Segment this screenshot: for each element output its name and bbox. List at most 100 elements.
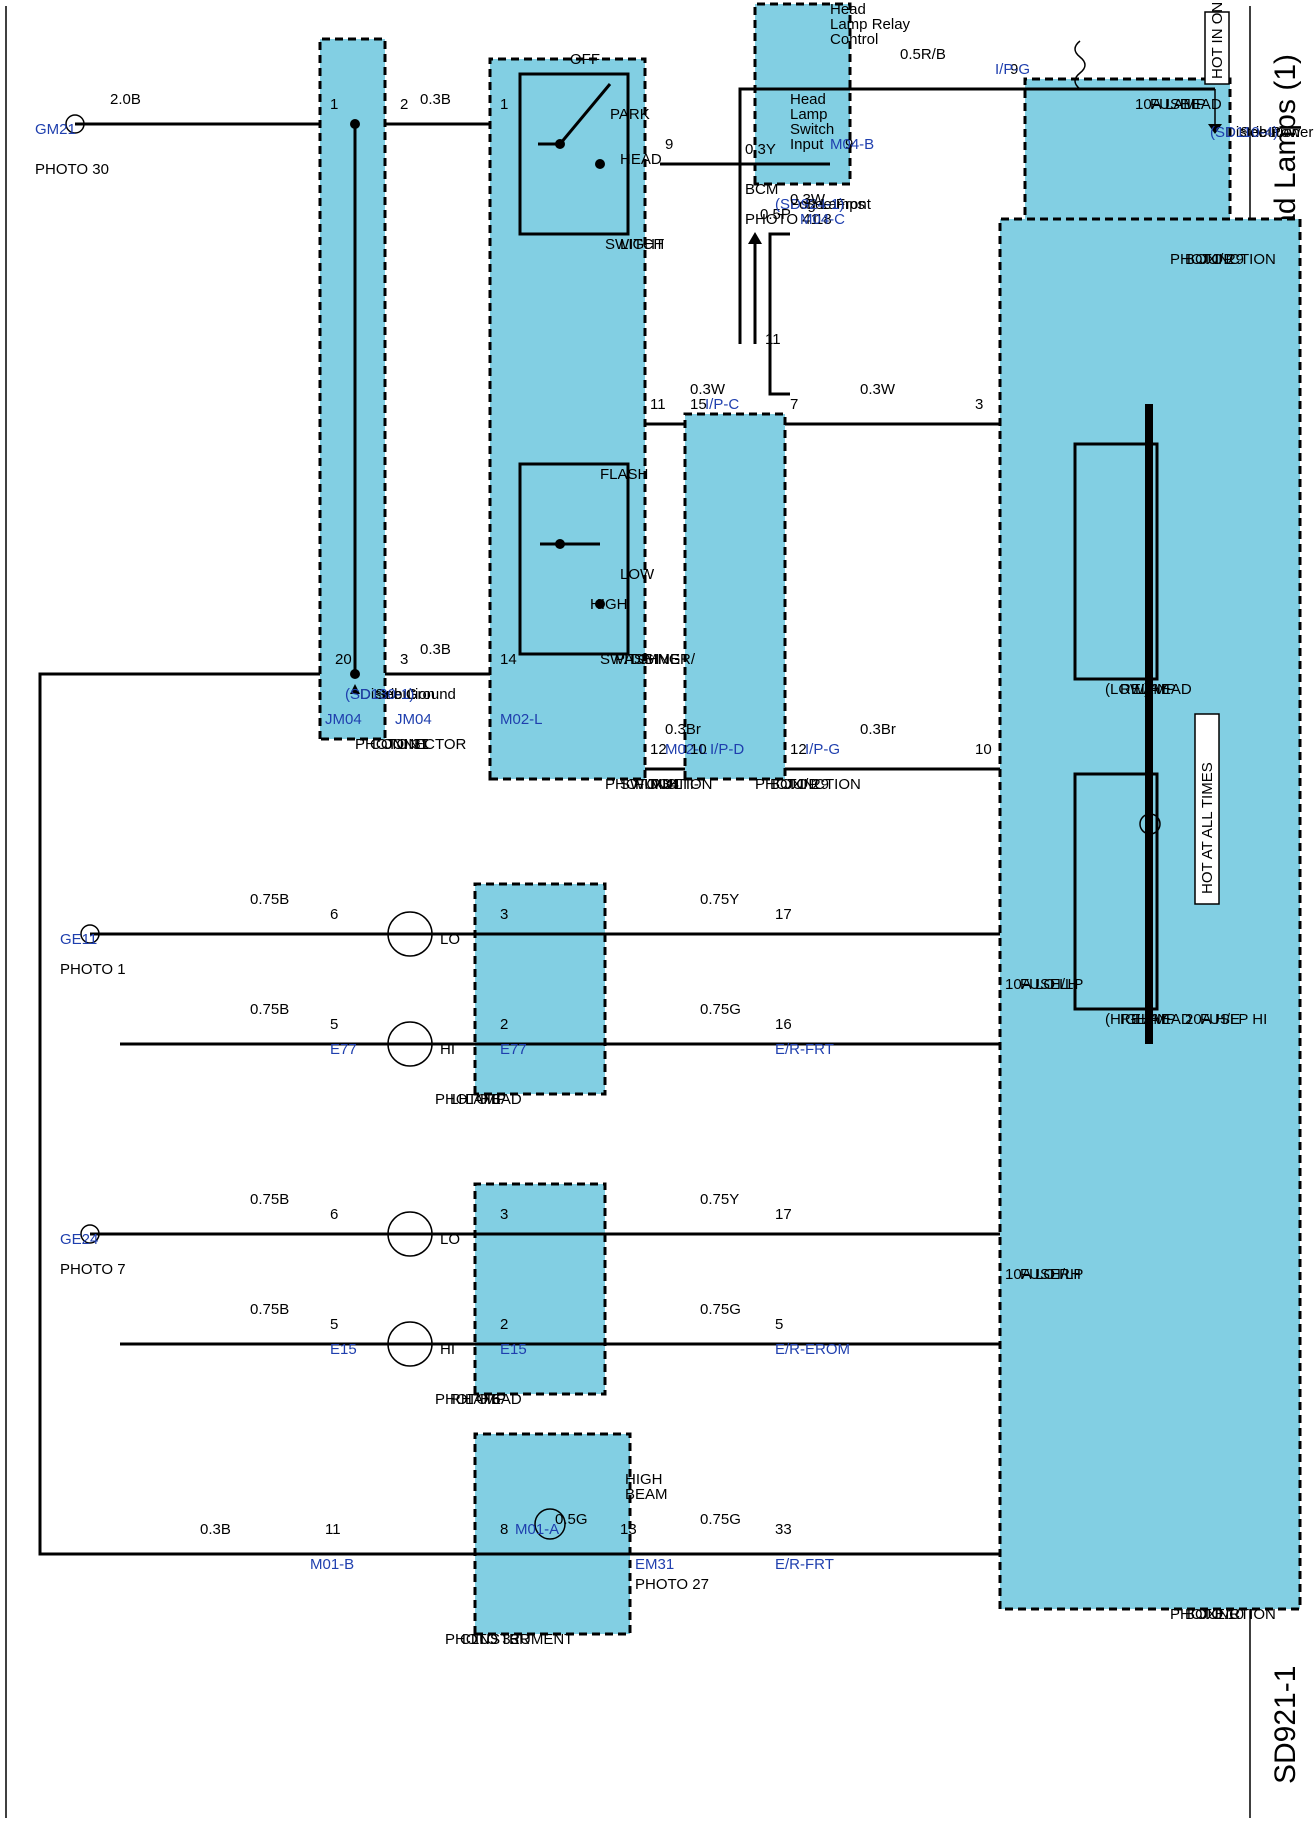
gm21-name: GM21 <box>35 121 76 138</box>
relay-high-2: LAMP <box>1135 1011 1176 1028</box>
power-dist-note-1: See Power <box>1240 124 1313 141</box>
ip-jb-photo: PHOTO 29 <box>1170 251 1244 268</box>
ip-jb-name-2: JUNCTION <box>1200 251 1276 268</box>
relay-low-4: (LOW) <box>1105 681 1149 698</box>
bcm-name: BCM <box>745 181 778 198</box>
light-switch-off: OFF <box>570 51 600 68</box>
wire-03b-return-label: 0.3B <box>200 1521 231 1538</box>
ge24-ground-icon <box>80 1224 100 1244</box>
pin-2-jc: 2 <box>400 96 408 113</box>
ground-note-1: See Ground <box>375 686 456 703</box>
lh-pin-5: 5 <box>330 1016 338 1033</box>
mfs-name-3: SWITCH <box>620 776 679 793</box>
ip-jb2-photo: PHOTO 29 <box>755 776 829 793</box>
wire-03br-mfs-label: 0.3Br <box>665 721 701 738</box>
er-pin-17-rh: 17 <box>775 1206 792 1223</box>
ip-jb2-name-2: JUNCTION <box>785 776 861 793</box>
ip-junction-box-mid <box>683 412 787 781</box>
light-switch-name-1: LIGHT <box>620 236 664 253</box>
pin-3-jc: 3 <box>400 651 408 668</box>
hlp-hi-fuse-3: 20A <box>1185 1011 1212 1028</box>
rh-name-2: LAMP <box>465 1391 506 1408</box>
conn-m04c: M04-C <box>800 211 845 228</box>
cluster-name-2: CLUSTER <box>460 1631 530 1648</box>
joint-node-1 <box>350 119 360 129</box>
relay-high-4: (HIGH) <box>1105 1011 1153 1028</box>
relay-low-2: LAMP <box>1135 681 1176 698</box>
pin-15-ip: 15 <box>690 396 707 413</box>
wire-03b-1-label: 0.3B <box>420 91 451 108</box>
pin-10-er: 10 <box>975 741 992 758</box>
lh-lo-wire-b: 0.75B <box>250 891 289 908</box>
dimmer-low: LOW <box>620 566 655 583</box>
lh-name-2: LAMP <box>465 1091 506 1108</box>
rh-lo-label: LO <box>440 1231 460 1248</box>
conn-erfrt-b: E/R-FRT <box>775 1556 834 1573</box>
pin-12-mfs: 12 <box>650 741 667 758</box>
rh-pin-3: 3 <box>500 1206 508 1223</box>
hot-in-on-tag <box>1204 11 1230 85</box>
head-lamp-lh-box <box>473 882 607 1096</box>
pin-18-bcm: 18 <box>815 211 832 228</box>
dimmer-name-2: PASSING <box>615 651 681 668</box>
pin-20-jc: 20 <box>335 651 352 668</box>
ground-dist-arrow <box>350 684 360 694</box>
bcm-relay-3: Control <box>830 31 878 48</box>
jc-name-1: JOINT <box>385 736 428 753</box>
pin-13-em: 13 <box>620 1521 637 1538</box>
rh-pin-5: 5 <box>330 1316 338 1333</box>
rh-pin-6: 6 <box>330 1206 338 1223</box>
hot-at-all-times-text: HOT AT ALL TIMES <box>1199 762 1216 894</box>
power-dist-arrow <box>1208 124 1222 134</box>
er-jb-photo: PHOTO 10 <box>1170 1606 1244 1623</box>
light-switch-park: PARK <box>610 106 650 123</box>
wire-03w-bcm <box>768 232 790 396</box>
rh-name-1: HEAD <box>480 1391 522 1408</box>
hlp-hi-fuse-1: H/LP HI <box>1215 1011 1267 1028</box>
relay-high-frame <box>1073 772 1159 1011</box>
rh-lo-wire-b: 0.75B <box>250 1191 289 1208</box>
hlp-lo-lh-1: H/LP <box>1050 976 1083 993</box>
dimmer-node-1 <box>555 539 565 549</box>
page-code: SD921-1 <box>1269 1666 1302 1784</box>
rh-pin-2: 2 <box>500 1316 508 1333</box>
head-lamp-fuse-3: FUSE <box>1150 96 1190 113</box>
conn-ipg-top: I/P-G <box>995 61 1030 78</box>
wire-075g-cluster-label: 0.75G <box>700 1511 741 1528</box>
conn-ipg-mid: I/P-G <box>805 741 840 758</box>
relay-low-3: RELAY <box>1120 681 1168 698</box>
mfs-name-2: FUNCTION <box>635 776 713 793</box>
conn-jm04-b: JM04 <box>325 711 362 728</box>
wire-03w-er-label: 0.3W <box>860 381 896 398</box>
wire-03w-bcm-label: 0.3W <box>790 191 826 208</box>
pin-1-jc: 1 <box>330 96 338 113</box>
pin-3-er: 3 <box>975 396 983 413</box>
light-switch-head-node <box>595 159 605 169</box>
hlp-lo-lh-4: 10A <box>1005 976 1032 993</box>
er-jb-name-2: JUNCTION <box>1200 1606 1276 1623</box>
er-pin-16: 16 <box>775 1016 792 1033</box>
wire-20b-label: 2.0B <box>110 91 141 108</box>
em31-photo: PHOTO 27 <box>635 1576 709 1593</box>
ground-ref: (SD130-1) <box>345 686 414 703</box>
pin-12-ip: 12 <box>790 741 807 758</box>
pin-9-ipg: 9 <box>1010 61 1018 78</box>
relay-high-1: HEAD <box>1150 1011 1192 1028</box>
hlp-lo-lh-3: FUSE <box>1020 976 1060 993</box>
rh-hi-wire-b: 0.75B <box>250 1301 289 1318</box>
hlp-lo-rh-1: H/LP <box>1050 1266 1083 1283</box>
hlp-lo-rh-4: 10A <box>1005 1266 1032 1283</box>
ge24-photo: PHOTO 7 <box>60 1261 126 1278</box>
head-lamp-fuse-4: 10A <box>1135 96 1162 113</box>
hot-bus-bar <box>1145 404 1153 1044</box>
ground-note-2: Distribution <box>360 686 435 703</box>
er-pin-17-lh: 17 <box>775 906 792 923</box>
rh-lo-bulb-icon <box>387 1211 433 1257</box>
ge11-ground-icon <box>80 924 100 944</box>
light-switch-name-2: SWITCH <box>605 236 664 253</box>
hot-at-all-times-tag <box>1194 713 1220 905</box>
hot-in-on-text: HOT IN ON <box>1209 2 1226 79</box>
high-beam-2: BEAM <box>625 1486 668 1503</box>
pin-11-er: 11 <box>765 331 781 348</box>
